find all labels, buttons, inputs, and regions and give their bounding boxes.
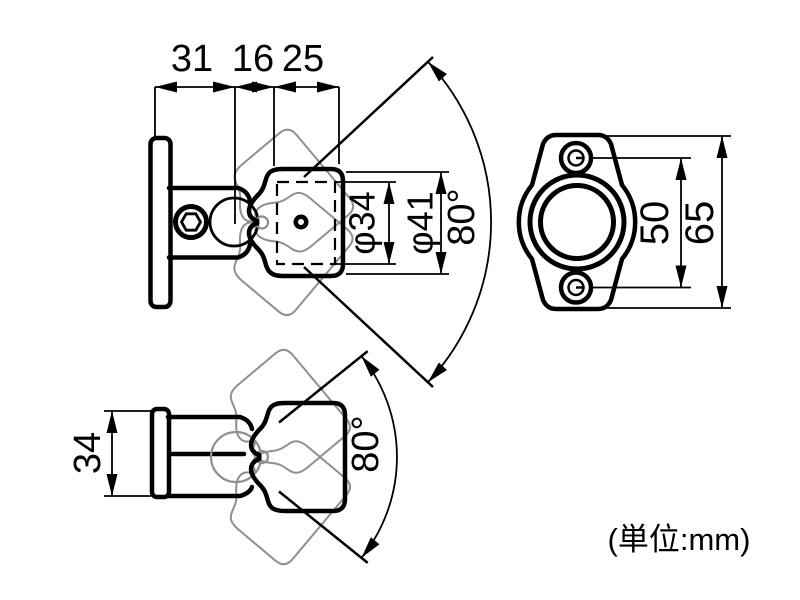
set-screw-center xyxy=(298,219,304,225)
extension-lines xyxy=(154,87,340,224)
unit-note: (単位:mm) xyxy=(608,522,751,557)
dim-50: 50 xyxy=(592,157,691,289)
ball-stud xyxy=(254,449,270,465)
dim-label-16: 16 xyxy=(232,38,274,80)
extension-lines xyxy=(590,135,731,309)
yoke-arm xyxy=(165,414,255,499)
dim-65: 65 xyxy=(590,135,731,309)
wall-plate-top xyxy=(149,406,172,500)
dim-label-50: 50 xyxy=(633,201,677,246)
hidden-inner-bore xyxy=(275,180,337,266)
dim-label-angle-side: 80° xyxy=(441,188,483,245)
hex-bolt-head xyxy=(179,212,203,232)
dim-angle-top: 80° xyxy=(278,350,398,564)
dim-label-phi34: φ34 xyxy=(342,191,383,254)
flange-outline xyxy=(516,132,638,312)
angle-arc xyxy=(427,61,492,383)
screw-hole-outer xyxy=(558,270,594,305)
screw-hole-top xyxy=(558,140,594,176)
dim-phi34: φ34 xyxy=(336,181,396,265)
hex-bolt xyxy=(173,204,209,240)
dim-label-angle-top: 80° xyxy=(345,415,387,472)
dim-label-phi41: φ41 xyxy=(400,191,441,254)
wall-plate xyxy=(148,135,173,310)
ring-inner xyxy=(538,183,616,261)
dim-34: 34 xyxy=(67,410,151,497)
dim-angle-side: 80° xyxy=(303,56,492,388)
dim-chain-horizontal: 31 16 25 xyxy=(154,38,340,224)
angle-leg-lower xyxy=(303,266,434,388)
angle-leg-upper xyxy=(303,56,434,178)
screw-hole-bottom xyxy=(558,270,594,305)
front-view: 50 65 xyxy=(516,132,731,312)
dim-label-25: 25 xyxy=(282,38,324,80)
side-view: 31 16 25 φ34 φ41 80° xyxy=(148,38,492,388)
bracket-arm xyxy=(166,185,253,260)
screw-hole-outer xyxy=(558,140,594,176)
extension-lines xyxy=(592,157,691,289)
angle-leg-upper xyxy=(278,350,369,424)
angle-arc xyxy=(360,355,398,559)
dim-label-34: 34 xyxy=(67,432,109,474)
dim-label-31: 31 xyxy=(171,38,213,80)
top-plan-view: 34 80° xyxy=(67,344,398,570)
angle-leg-lower xyxy=(278,490,369,564)
dim-label-65: 65 xyxy=(678,201,722,246)
